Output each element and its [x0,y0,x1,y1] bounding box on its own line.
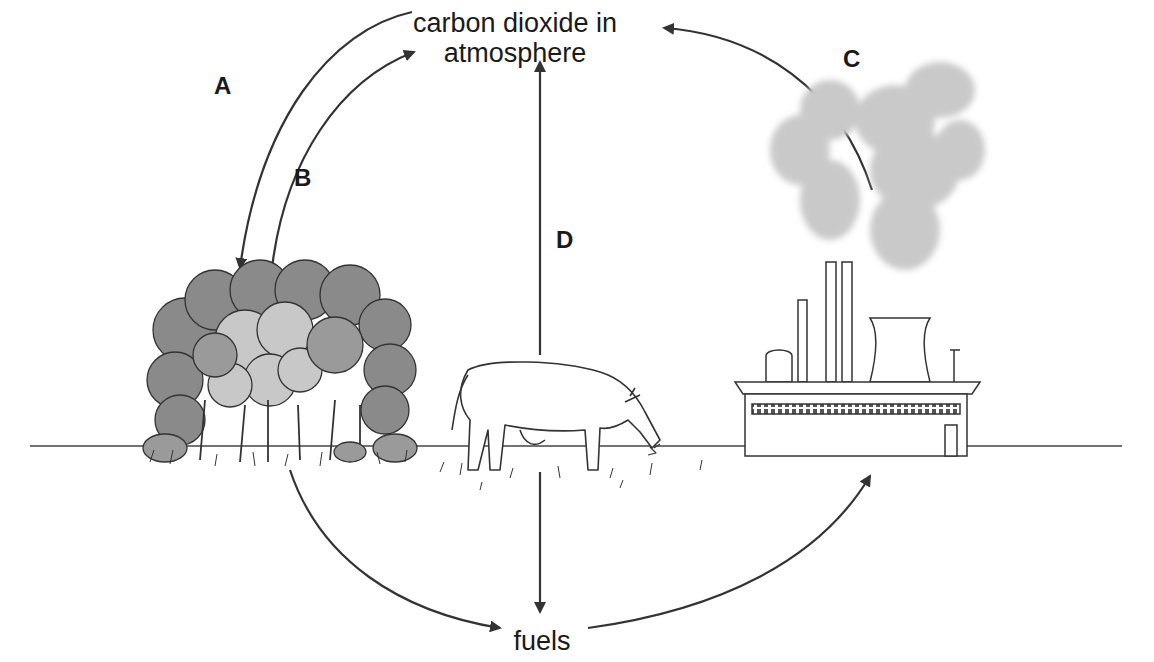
smoke [770,62,985,270]
fuels-label: fuels [500,626,584,656]
arrow-down-fuels [539,472,541,612]
atmosphere-label: carbon dioxide in atmosphere [397,8,633,68]
arrow-b [272,52,414,268]
arrow-letter: A [214,72,231,100]
factory [735,262,980,456]
arrow-fuels-factory [588,476,870,628]
arrow-letter: B [294,164,311,192]
cow [440,362,702,490]
arrow-d-up [539,62,541,355]
arrow-a [240,12,412,268]
arrow-trees-fuels [290,470,500,628]
arrow-letter: D [556,226,573,254]
arrow-letter: C [843,45,860,73]
trees [143,260,417,466]
